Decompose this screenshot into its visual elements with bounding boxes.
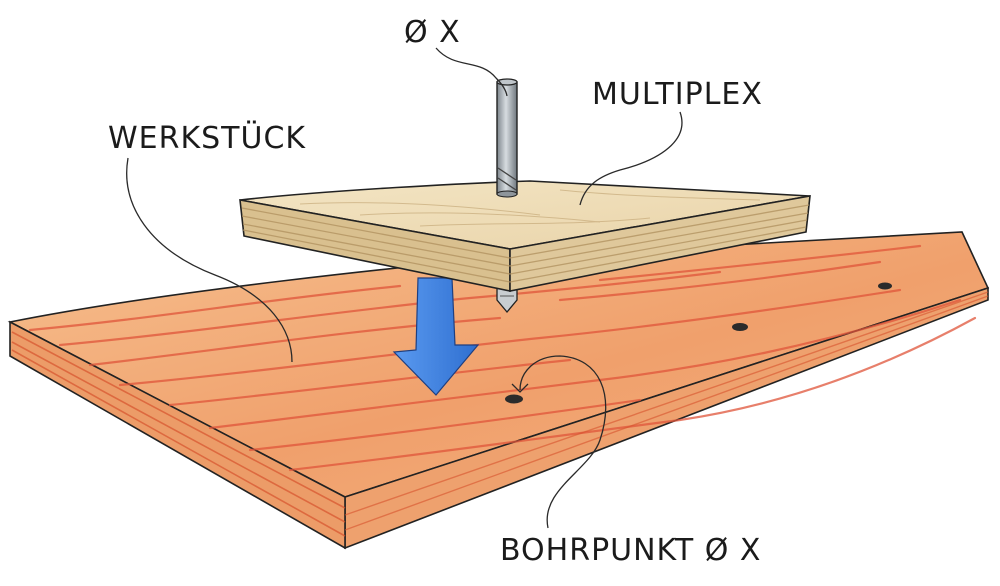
drill-hole-2	[732, 323, 748, 331]
drill-bit	[496, 78, 518, 198]
label-multiplex: MULTIPLEX	[592, 77, 763, 112]
leader-workpiece	[126, 157, 293, 363]
label-drill-diameter: Ø X	[404, 15, 461, 50]
down-arrow	[392, 277, 480, 396]
leader-multiplex	[579, 111, 683, 206]
leader-drill-diameter	[435, 47, 508, 97]
workpiece-board	[7, 231, 990, 550]
drill-hole-3	[878, 282, 892, 290]
label-drill-point: BOHRPUNKT Ø X	[500, 533, 761, 568]
leader-drill-point	[519, 355, 607, 529]
drill-hole-1	[505, 394, 523, 404]
jig-top-face	[239, 180, 811, 250]
label-workpiece: WERKSTÜCK	[108, 120, 306, 156]
workpiece-left-edge	[9, 320, 346, 550]
multiplex-jig	[239, 180, 811, 292]
jig-front-face	[509, 195, 811, 292]
